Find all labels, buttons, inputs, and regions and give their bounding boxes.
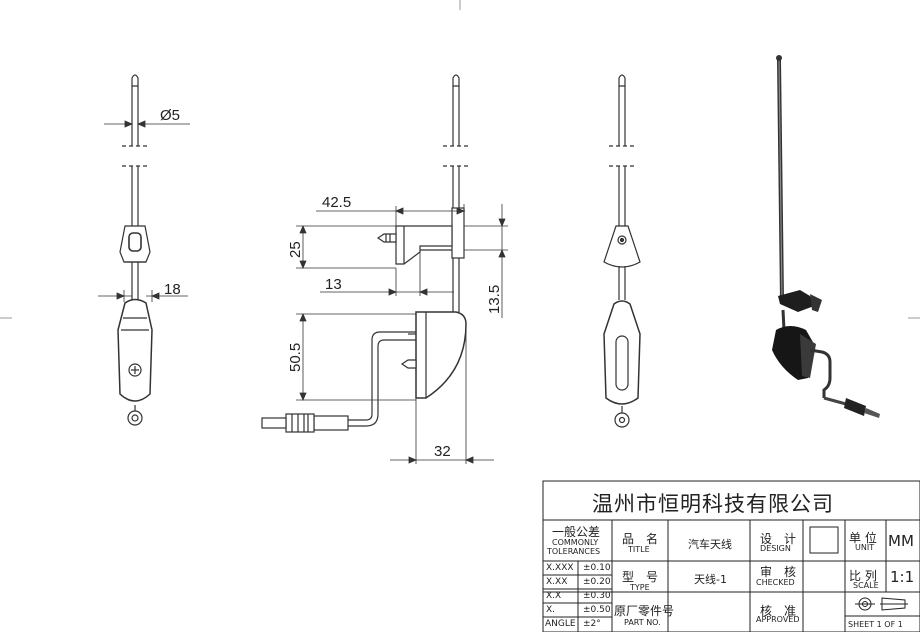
dim-height-bracket: 25 (287, 241, 304, 258)
left-view (117, 74, 153, 426)
center-view-dimensions (296, 204, 508, 464)
part-label-cn: 原厂零件号 (614, 604, 675, 618)
company-name: 温州市恒明科技有限公司 (592, 492, 834, 516)
antenna-3d-render (760, 40, 900, 440)
sheet-border-marks (0, 0, 920, 319)
approved-label-cn: 核 准 (760, 604, 797, 618)
dim-width-bottom: 32 (434, 443, 451, 460)
right-view (603, 74, 641, 428)
tolerance-label-en2: TOLERANCES (547, 547, 601, 556)
tolerance-row-value: ±0.20 (583, 577, 611, 587)
center-view (261, 74, 469, 433)
checked-label-cn: 审 核 (760, 565, 797, 579)
dim-height-50-5: 50.5 (287, 343, 304, 372)
left-view-dimensions (98, 120, 190, 302)
title-value: 汽车天线 (688, 538, 732, 551)
scale-value: 1:1 (890, 568, 915, 586)
unit-value: MM (888, 532, 914, 550)
dim-width-upper: 42.5 (322, 194, 351, 211)
tolerance-row-label: X.XX (546, 577, 568, 587)
type-label-en: TYPE (630, 583, 650, 592)
approved-label-en: APPROVED (756, 615, 800, 624)
tolerance-row-value: ±0.10 (583, 563, 611, 573)
unit-label-cn: 单 位 (849, 531, 877, 545)
checked-label-en: CHECKED (756, 578, 795, 587)
tolerance-label-en1: COMMONLY (552, 538, 599, 547)
tolerance-row-value: ±0.30 (583, 591, 611, 601)
title-label-en: TITLE (628, 545, 650, 554)
tolerance-row-label: X. (546, 605, 556, 615)
unit-label-en: UNIT (855, 543, 875, 552)
tolerance-label-cn: 一般公差 (552, 525, 601, 539)
sheet-number: SHEET 1 OF 1 (848, 620, 903, 629)
type-label-cn: 型 号 (622, 570, 659, 584)
dim-offset-13: 13 (325, 276, 342, 293)
design-label-cn: 设 计 (760, 532, 797, 546)
type-value: 天线-1 (694, 573, 727, 586)
dim-diameter: Ø5 (160, 107, 180, 124)
dim-clip-width: 18 (164, 281, 181, 298)
tolerance-row-label: X.X (546, 591, 562, 601)
design-label-en: DESIGN (760, 544, 791, 553)
scale-label-cn: 比 列 (849, 569, 877, 583)
tolerance-row-label: ANGLE (545, 619, 576, 629)
tolerance-row-value: ±0.50 (583, 605, 611, 615)
scale-label-en: SCALE (853, 581, 879, 590)
title-label-cn: 品 名 (622, 532, 659, 546)
dim-height-13-5: 13.5 (486, 285, 503, 314)
part-label-en: PART NO. (624, 618, 661, 627)
title-block-grid (542, 480, 920, 632)
tolerance-row-value: ±2° (583, 619, 601, 629)
tolerance-row-label: X.XXX (546, 563, 574, 573)
